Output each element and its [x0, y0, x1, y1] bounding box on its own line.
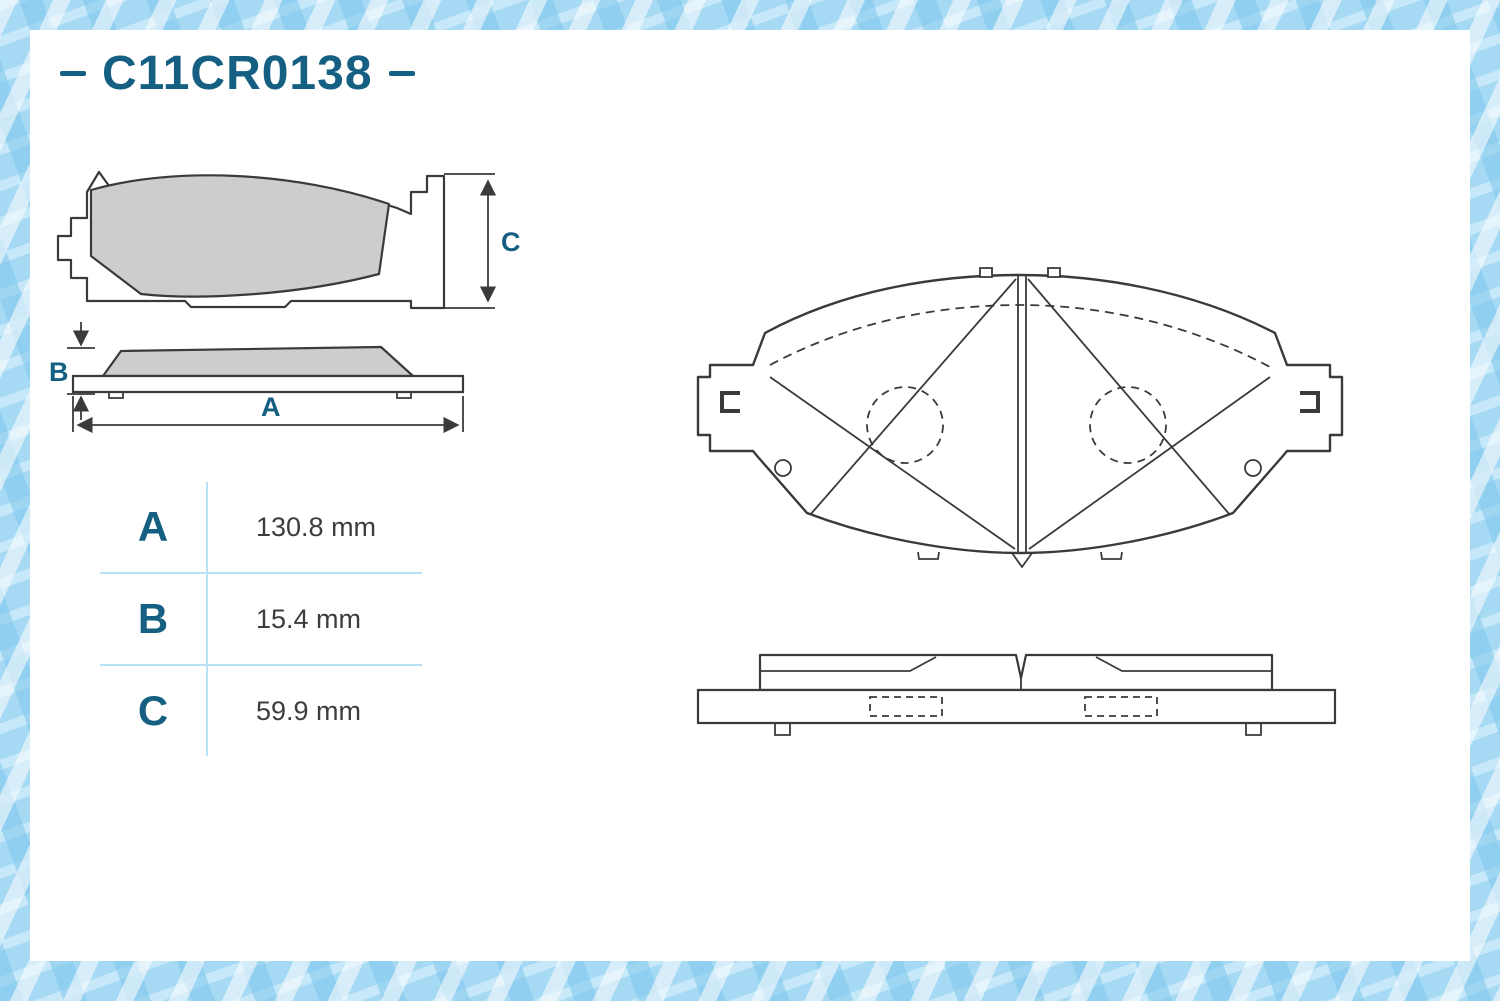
guide-hole-right: [1244, 459, 1262, 477]
pad-top-view: [758, 653, 1274, 692]
backing-plate-profile: [71, 374, 465, 394]
bottom-lug-right: [1100, 551, 1123, 560]
clip-mark-left: [720, 391, 740, 413]
plate-top-view: [696, 688, 1337, 725]
dim-label-b: B: [49, 357, 69, 387]
dim-value: 130.8 mm: [256, 511, 377, 542]
guide-hole-left: [774, 459, 792, 477]
dim-name: C: [100, 666, 208, 756]
piston-contact-circle-right: [1089, 386, 1167, 464]
clip-mark-right: [1300, 391, 1320, 413]
wear-line-dashed-arc: [769, 304, 1271, 368]
dim-value: 59.9 mm: [256, 695, 362, 726]
pad-top-view-recess-left: [760, 656, 937, 672]
dim-label-c: C: [501, 227, 521, 257]
dim-name: A: [100, 482, 208, 572]
friction-pad-side-view: [89, 174, 391, 298]
part-number-title: C11CR0138: [102, 47, 373, 100]
piston-contact-circle-left: [866, 386, 944, 464]
dimension-a: [72, 396, 464, 434]
front-view-drawing: [696, 267, 1344, 736]
plate-tab-right: [396, 392, 412, 399]
top-tab-left: [979, 267, 993, 278]
plate-tab-bottom-right: [1245, 723, 1262, 736]
top-tab-right: [1047, 267, 1061, 278]
pad-front-outline: [696, 273, 1344, 555]
table-row: C 59.9 mm: [100, 666, 422, 756]
title-dash-right: [388, 71, 415, 76]
title-row: C11CR0138: [60, 46, 415, 101]
plate-tab-bottom-left: [774, 723, 791, 736]
friction-pad-profile: [101, 345, 415, 378]
center-slot: [1011, 276, 1033, 569]
dimension-c: [444, 173, 497, 309]
dimension-b: [67, 322, 95, 420]
hidden-feature-dashed-right: [1084, 696, 1158, 717]
table-row: A 130.8 mm: [100, 482, 422, 574]
dim-name: B: [100, 574, 208, 664]
table-row: B 15.4 mm: [100, 574, 422, 666]
dim-label-a: A: [261, 392, 281, 422]
plate-tab-left: [108, 392, 124, 399]
content-area: C11CR0138 C: [30, 30, 1470, 961]
chamfer-lines: [769, 278, 1271, 550]
side-view-drawing: C B A: [49, 170, 521, 434]
pad-top-view-recess-right: [1095, 656, 1272, 672]
title-dash-left: [60, 71, 86, 76]
dimension-table: A 130.8 mm B 15.4 mm C 59.9 mm: [100, 482, 422, 756]
dim-value: 15.4 mm: [256, 603, 362, 634]
hidden-feature-dashed-left: [869, 696, 943, 717]
bottom-lug-left: [917, 551, 940, 560]
